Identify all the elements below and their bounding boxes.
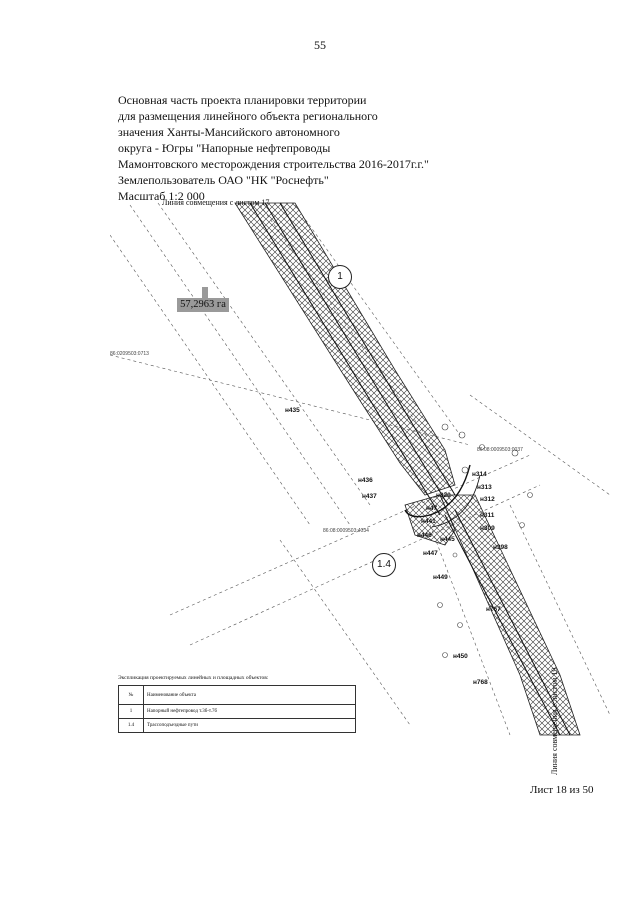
header-line: Масштаб 1:2 000 xyxy=(118,189,205,203)
point-label: н445 xyxy=(440,536,455,543)
survey-marks xyxy=(437,423,533,658)
page-number: 55 xyxy=(314,38,326,52)
area-label: 57,2963 га xyxy=(177,298,229,312)
point-label: н441 xyxy=(421,518,436,525)
object-marker-1: 1 xyxy=(328,265,352,289)
header-line: Основная часть проекта планировки террит… xyxy=(118,93,367,107)
point-label: н435 xyxy=(285,407,300,414)
header-line: округа - Югры "Напорные нефтепроводы xyxy=(118,141,331,155)
point-label: н446 xyxy=(417,532,432,539)
access-road xyxy=(404,464,471,518)
header-line: значения Ханты-Мансийского автономного xyxy=(118,125,340,139)
pipeline-corridor-lower xyxy=(439,494,581,736)
legend-title: Экспликация проектируемых линейных и пло… xyxy=(118,675,269,681)
pipeline-junction xyxy=(404,494,456,546)
point-label: н447 xyxy=(423,550,438,557)
point-label: н767 xyxy=(486,606,501,613)
legend-header-row: № Наименование объекта xyxy=(118,685,356,705)
right-match-line-label: Линия совмещения с листом 19 xyxy=(550,667,559,775)
table-row: 1.4 Трассоподъездные пути xyxy=(118,718,356,733)
area-marker-stem xyxy=(202,287,208,298)
legend-col-name: Наименование объекта xyxy=(143,685,356,705)
object-marker-1-4: 1.4 xyxy=(372,553,396,577)
point-label: н320 xyxy=(436,492,451,499)
header-line: Землепользователь ОАО "НК "Роснефть" xyxy=(118,173,329,187)
point-label: н436 xyxy=(358,477,373,484)
point-label: н47 xyxy=(426,505,438,512)
point-label: н449 xyxy=(433,574,448,581)
top-match-line-label: Линия совмещения с листом 17 xyxy=(162,198,270,207)
map-drawing: Линия совмещения с листом 17 Линия совме… xyxy=(110,195,610,775)
point-label: н437 xyxy=(362,493,377,500)
legend-col-number: № xyxy=(118,685,144,705)
legend-row-name: Трассоподъездные пути xyxy=(143,718,356,733)
pipeline-axes xyxy=(249,202,571,736)
header-line: Мамонтовского месторождения строительств… xyxy=(118,157,429,171)
parcel-label: 86:08:0009503:0037 xyxy=(477,447,523,453)
sheet-label: Лист 18 из 50 xyxy=(530,784,594,796)
point-label: н309 xyxy=(480,525,495,532)
pipeline-corridor-upper xyxy=(234,202,456,496)
legend-row-number: 1 xyxy=(118,704,144,719)
point-label: н312 xyxy=(480,496,495,503)
point-label: н311 xyxy=(480,512,495,519)
parcel-label: 86:0209503:0713 xyxy=(110,351,149,357)
legend-table: № Наименование объекта 1 Напорный нефтеп… xyxy=(118,685,356,733)
point-label: н768 xyxy=(473,679,488,686)
document-header: Основная часть проекта планировки террит… xyxy=(118,92,498,204)
point-label: н398 xyxy=(493,544,508,551)
table-row: 1 Напорный нефтепровод т.3б-т.7б xyxy=(118,704,356,719)
parcel-label: 86:08:0009503:4034 xyxy=(323,528,369,534)
point-label: н313 xyxy=(477,484,492,491)
header-line: для размещения линейного объекта региона… xyxy=(118,109,378,123)
point-label: н314 xyxy=(472,471,487,478)
point-label: н450 xyxy=(453,653,468,660)
legend-row-name: Напорный нефтепровод т.3б-т.7б xyxy=(143,704,356,719)
map-svg xyxy=(110,202,610,736)
legend-row-number: 1.4 xyxy=(118,718,144,733)
legend: Экспликация проектируемых линейных и пло… xyxy=(118,675,358,745)
